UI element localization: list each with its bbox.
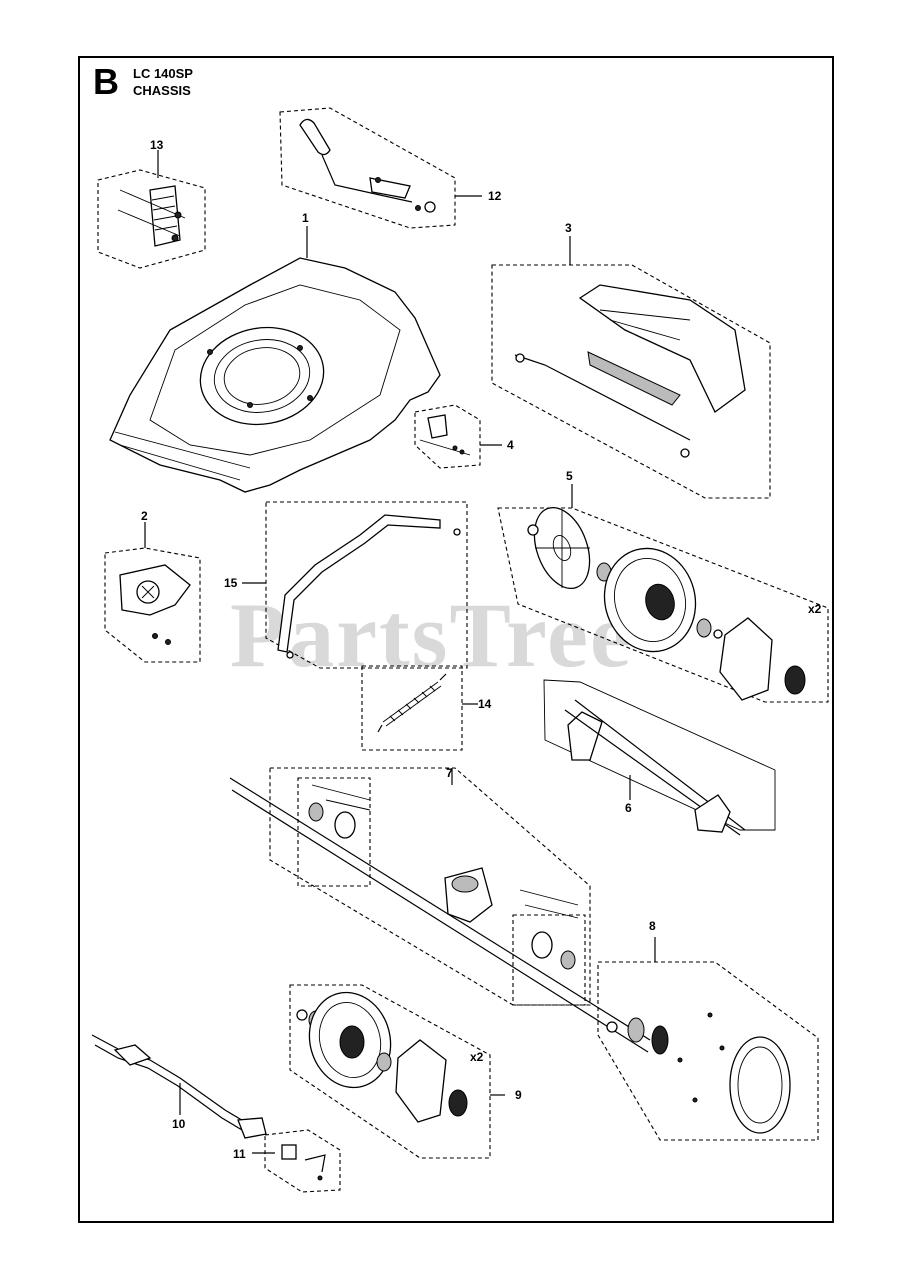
callout-10: 10 [172, 1117, 186, 1131]
section-title: CHASSIS [133, 83, 191, 98]
callout-1: 1 [302, 211, 309, 225]
part-6-front-axle [543, 679, 776, 836]
callout-9: 9 [515, 1088, 522, 1102]
part-1-mower-deck [109, 226, 441, 493]
part-2-badge [104, 522, 201, 663]
watermark: PartsTree [230, 584, 633, 686]
model-name: LC 140SP [133, 66, 193, 81]
part-5-front-wheel [497, 484, 829, 703]
callout-7: 7 [446, 766, 453, 780]
part-14-spring [361, 665, 478, 751]
callout-2: 2 [141, 509, 148, 523]
quantity-mark-front-wheel: x2 [808, 602, 822, 616]
callout-12: 12 [488, 189, 502, 203]
part-13-height-adjuster [97, 150, 206, 269]
part-12-drive-lever [279, 107, 482, 229]
callout-6: 6 [625, 801, 632, 815]
callout-15: 15 [224, 576, 238, 590]
part-15-lower-handle [242, 501, 468, 669]
part-10-rear-axle [91, 1034, 267, 1139]
callout-labels: 13 12 1 3 4 5 2 15 14 7 6 8 9 10 11 x2 x… [141, 138, 822, 1161]
part-4-bracket [414, 404, 502, 469]
diagram-frame [78, 56, 834, 1223]
callout-3: 3 [565, 221, 572, 235]
part-11-latch [252, 1129, 341, 1193]
callout-11: 11 [233, 1147, 246, 1161]
callout-4: 4 [507, 438, 514, 452]
part-9-rear-wheel [289, 984, 505, 1159]
part-3-rear-flap [491, 236, 771, 499]
section-letter: B [93, 61, 119, 102]
callout-5: 5 [566, 469, 573, 483]
callout-13: 13 [150, 138, 164, 152]
part-8-ring-gear [597, 937, 819, 1141]
callout-14: 14 [478, 697, 492, 711]
part-7-gearbox [229, 767, 651, 1053]
quantity-mark-rear-wheel: x2 [470, 1050, 484, 1064]
callout-8: 8 [649, 919, 656, 933]
